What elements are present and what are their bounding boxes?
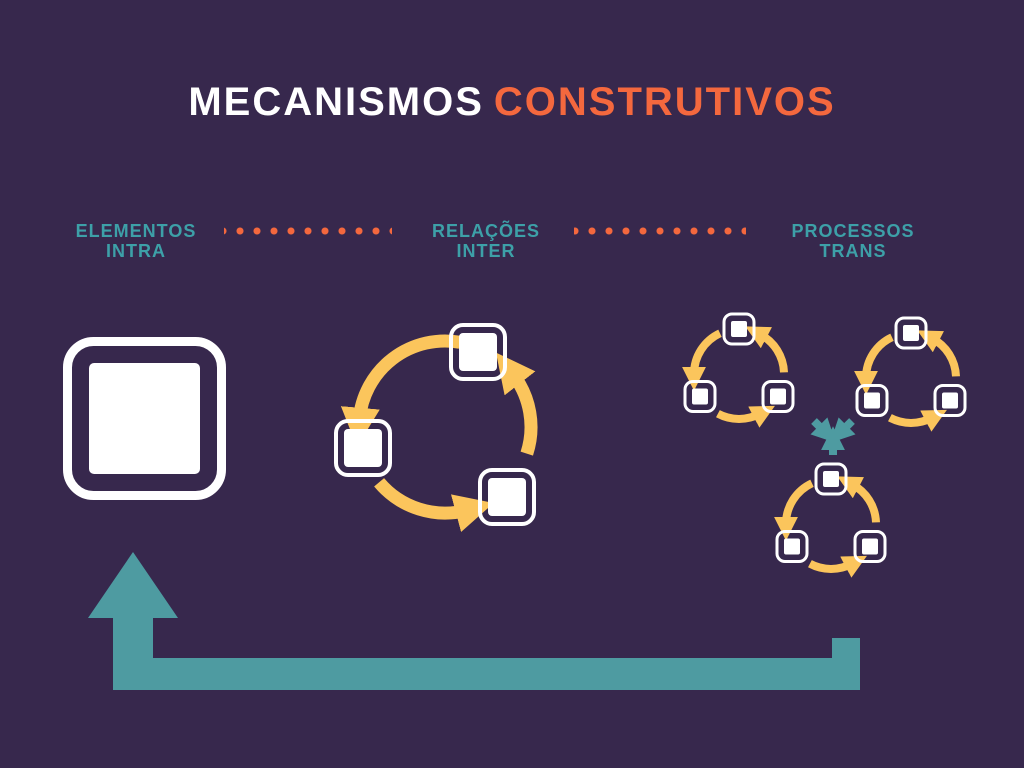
column-label-processos-trans: PROCESSOS TRANS bbox=[763, 221, 943, 262]
label-line: INTRA bbox=[106, 240, 166, 261]
label-line: ELEMENTOS bbox=[75, 221, 197, 241]
merge-arrows-icon bbox=[810, 417, 856, 455]
column-label-relacoes-inter: RELAÇÕES INTER bbox=[396, 221, 576, 262]
triple-cycle-network-icon bbox=[668, 298, 998, 598]
title-accent: CONSTRUTIVOS bbox=[493, 80, 836, 124]
label-line: PROCESSOS bbox=[791, 221, 915, 241]
single-element-square-icon bbox=[63, 337, 226, 500]
feedback-loop-arrow-icon bbox=[88, 552, 860, 690]
label-line: RELAÇÕES bbox=[431, 221, 540, 241]
three-square-cycle-icon bbox=[334, 323, 538, 532]
column-label-elementos-intra: ELEMENTOS INTRA bbox=[46, 221, 226, 262]
dotted-separator bbox=[574, 226, 746, 236]
label-line: INTER bbox=[456, 240, 516, 261]
label-line: TRANS bbox=[819, 240, 887, 261]
dotted-separator bbox=[224, 226, 392, 236]
title-primary: MECANISMOS bbox=[188, 80, 484, 124]
